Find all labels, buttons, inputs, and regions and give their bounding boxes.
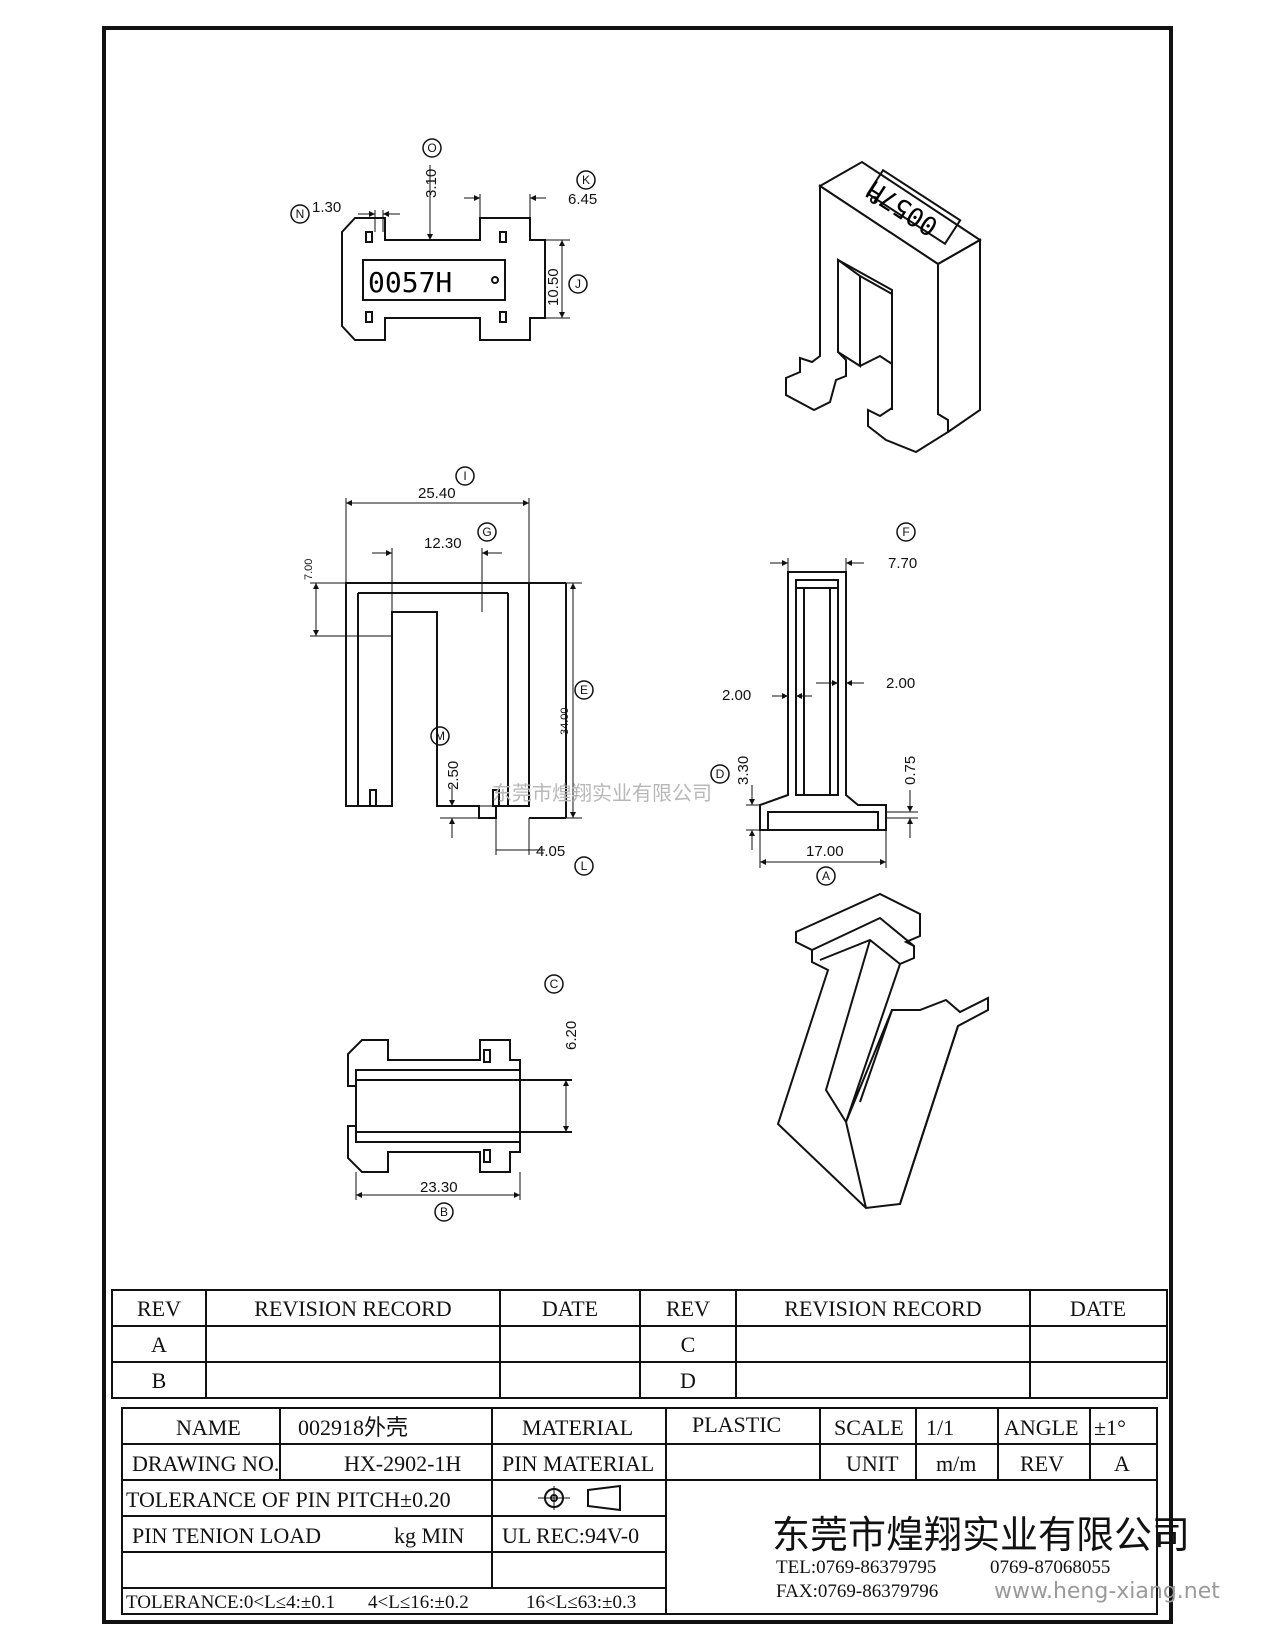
- revision-table: [111, 1289, 1168, 1399]
- dim-B-value: 23.30: [420, 1179, 458, 1196]
- company-tel: TEL:0769-86379795: [776, 1557, 936, 1578]
- rev-header-2: REVISION RECORD: [254, 1296, 451, 1321]
- company-fax: FAX:0769-86379796: [776, 1581, 938, 1602]
- callout-N: N: [296, 207, 305, 221]
- dim-L-value: 4.05: [536, 843, 565, 860]
- dim-top-inner-height: 7.00: [303, 559, 315, 580]
- dim-I-value: 25.40: [418, 485, 456, 502]
- scale-label: SCALE: [834, 1415, 904, 1440]
- watermark-url: www.heng-xiang.net: [994, 1579, 1220, 1604]
- dim-O-value: 3.10: [423, 169, 440, 198]
- side-view: [746, 558, 918, 868]
- isometric-view-bottom: [776, 892, 989, 1210]
- rev-row-d: D: [680, 1368, 696, 1393]
- callout-I: I: [463, 469, 466, 483]
- tolerance-range-3: 16<L≤63:±0.3: [526, 1592, 636, 1613]
- pin-tenion-label: PIN TENION LOAD: [132, 1523, 321, 1548]
- pin-tenion-unit: kg MIN: [394, 1523, 464, 1548]
- dim-A-value: 17.00: [806, 843, 844, 860]
- dim-base-thickness: 0.75: [902, 756, 919, 785]
- dim-wall-right: 2.00: [886, 675, 915, 692]
- tolerance-range-2: 4<L≤16:±0.2: [368, 1592, 469, 1613]
- part-marking: 0057H: [368, 266, 452, 299]
- dim-E-value: 34.00: [559, 707, 571, 735]
- drawing-no-label: DRAWING NO.: [132, 1451, 279, 1476]
- name-value: 002918外壳: [298, 1415, 408, 1440]
- angle-value: ±1°: [1094, 1415, 1126, 1440]
- drawing-no-value: HX-2902-1H: [344, 1451, 461, 1476]
- unit-value: m/m: [936, 1451, 976, 1476]
- material-value: PLASTIC: [692, 1412, 781, 1437]
- dim-G-value: 12.30: [424, 535, 462, 552]
- watermark-center: 东莞市煌翔实业有限公司: [492, 781, 712, 805]
- callout-O: O: [427, 141, 436, 155]
- rev-header-1: REV: [137, 1296, 181, 1321]
- callout-L: L: [581, 859, 588, 873]
- rev-header-6: DATE: [1070, 1296, 1126, 1321]
- callout-J: J: [575, 277, 581, 291]
- rev-value: A: [1114, 1451, 1130, 1476]
- tolerance-range-1: TOLERANCE:0<L≤4:±0.1: [126, 1592, 335, 1613]
- name-label: NAME: [176, 1415, 241, 1440]
- front-view: [310, 498, 582, 855]
- bottom-view: [347, 1039, 572, 1200]
- ul-rec: UL REC:94V-0: [502, 1523, 639, 1548]
- rev-header-4: REV: [666, 1296, 710, 1321]
- unit-label: UNIT: [846, 1451, 899, 1476]
- callout-B: B: [440, 1205, 448, 1219]
- dim-J-value: 10.50: [545, 268, 562, 306]
- material-label: MATERIAL: [522, 1415, 633, 1440]
- callout-E: E: [580, 683, 588, 697]
- dim-N-value: 1.30: [312, 199, 341, 216]
- callout-G: G: [482, 525, 491, 539]
- rev-row-a: A: [151, 1332, 167, 1357]
- dim-M-value: 2.50: [445, 761, 462, 790]
- callout-A: A: [822, 869, 830, 883]
- tolerance-pitch: TOLERANCE OF PIN PITCH±0.20: [126, 1487, 451, 1512]
- scale-value: 1/1: [926, 1415, 954, 1440]
- callout-C: C: [550, 977, 559, 991]
- callout-M: M: [435, 729, 445, 743]
- isometric-view-top: [785, 160, 982, 454]
- callout-K: K: [582, 173, 590, 187]
- top-view: [341, 165, 570, 341]
- rev-label: REV: [1020, 1451, 1064, 1476]
- rev-header-5: REVISION RECORD: [784, 1296, 981, 1321]
- dim-K-value: 6.45: [568, 191, 597, 208]
- company-name: 东莞市煌翔实业有限公司: [772, 1513, 1190, 1557]
- angle-label: ANGLE: [1004, 1415, 1079, 1440]
- callout-F: F: [902, 525, 909, 539]
- callout-D: D: [716, 767, 725, 781]
- pin-material-label: PIN MATERIAL: [502, 1451, 654, 1476]
- title-block: [121, 1407, 1158, 1615]
- rev-row-c: C: [681, 1332, 696, 1357]
- rev-row-b: B: [152, 1368, 167, 1393]
- dim-D-value: 3.30: [735, 756, 752, 785]
- rev-header-3: DATE: [542, 1296, 598, 1321]
- dim-F-value: 7.70: [888, 555, 917, 572]
- company-tel-2: 0769-87068055: [990, 1557, 1110, 1578]
- drawing-frame: [102, 26, 1173, 1624]
- dim-wall-left: 2.00: [722, 687, 751, 704]
- dim-C-value: 6.20: [563, 1021, 580, 1050]
